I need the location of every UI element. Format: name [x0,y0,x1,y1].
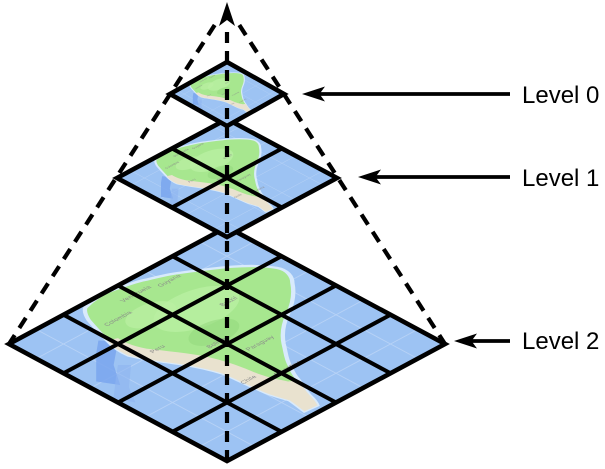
level-1-tile-layer [117,119,337,237]
level-1-pointer-arrow [358,169,510,185]
level-0-tile-outline [170,62,284,126]
level-2-tile-outline [9,227,445,461]
level-1-label: Level 1 [522,165,599,192]
left-arrowhead-icon [358,169,381,185]
level-0-tile-layer [170,62,284,126]
left-arrowhead-icon [302,86,325,102]
up-arrowhead-icon [219,2,235,26]
level-0-label: Level 0 [522,82,599,109]
level-1-tile-outline [117,119,337,237]
left-arrowhead-icon [454,333,477,349]
level-pointer-arrows [302,86,510,349]
level-0-pointer-arrow [302,86,510,102]
pyramid-edge-right [237,23,447,346]
pyramid-edges [7,23,447,346]
level-1-tile-grid [117,119,337,237]
level-2-label: Level 2 [522,328,599,355]
level-labels: Level 0 Level 1 Level 2 [522,82,599,355]
tile-grid-lines [117,119,337,237]
level-2-pointer-arrow [454,333,510,349]
pyramid-edge-left [7,23,217,346]
pyramid-axis [219,2,235,461]
